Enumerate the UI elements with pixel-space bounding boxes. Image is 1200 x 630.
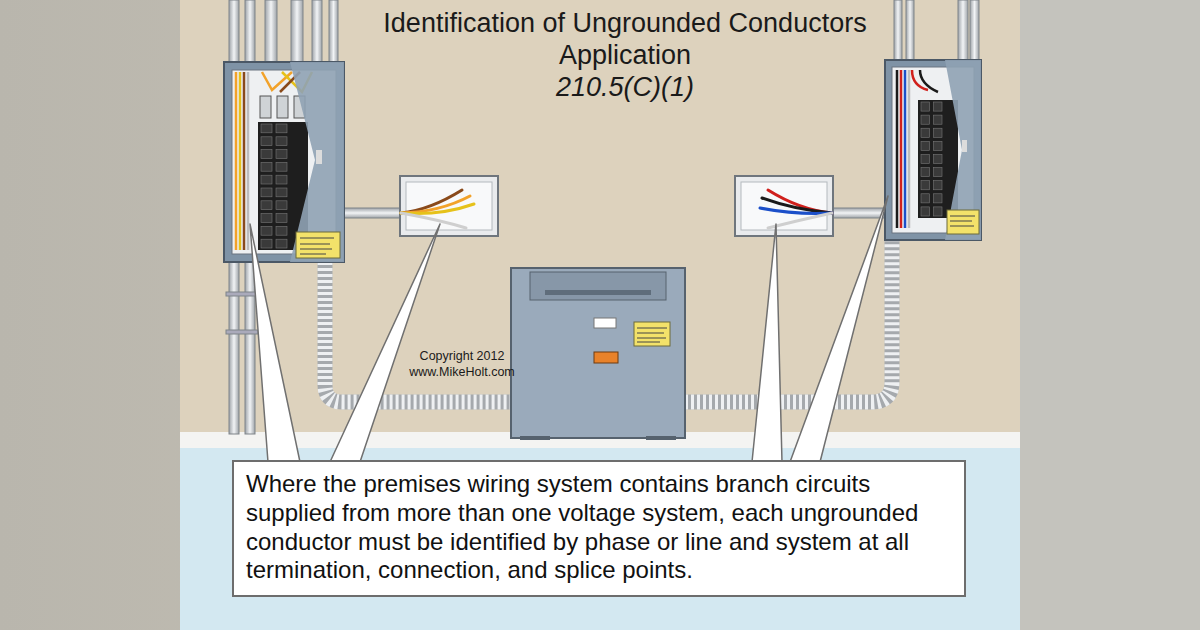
conduit [832,208,886,218]
panelboard [885,60,981,240]
background [1020,0,1200,630]
caption-box: Where the premises wiring system contain… [232,460,966,597]
junction-box [400,176,498,236]
callout-text: Where the premises wiring system contain… [246,470,952,585]
code-reference: 210.5(C)(1) [300,72,950,103]
breakers [921,102,942,216]
copyright: Copyright 2012 [392,349,532,363]
junction-box [735,176,833,236]
subtitle: Application [300,40,950,71]
leader-line [250,196,888,462]
title: Identification of Ungrounded Conductors [300,8,950,39]
floor [180,448,1020,630]
breakers [261,124,287,248]
conduit [343,208,401,218]
transformer [511,268,685,440]
panelboard [224,62,344,262]
website: www.MikeHolt.com [392,365,532,379]
